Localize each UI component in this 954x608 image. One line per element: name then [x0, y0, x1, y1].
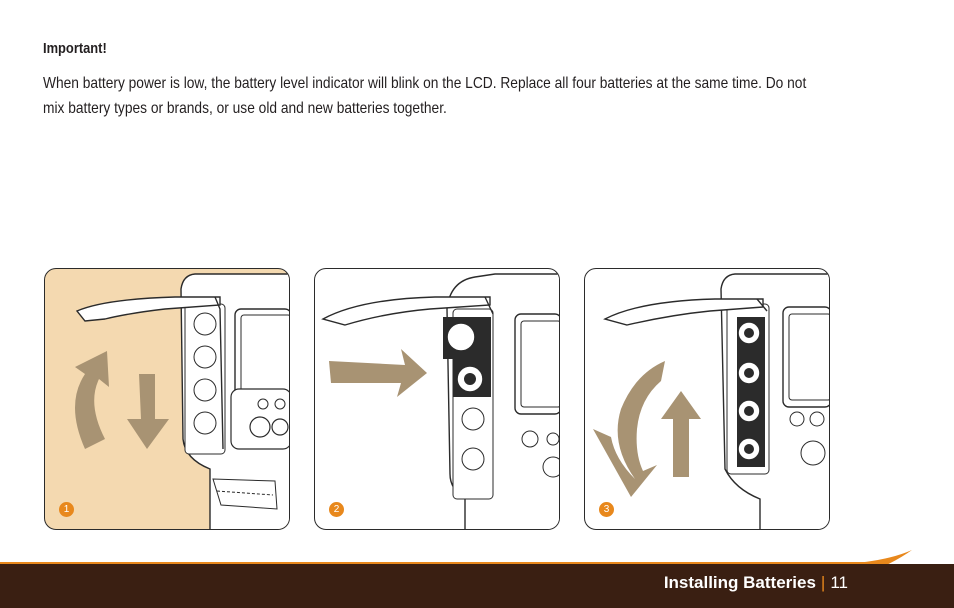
footer-page-label: Installing Batteries|11	[664, 573, 848, 593]
footer-section-title: Installing Batteries	[663, 573, 816, 592]
flash-unit-insert-batteries-illustration	[321, 273, 559, 529]
footer-bar	[0, 564, 954, 608]
step-1-illustration: 1	[44, 268, 290, 530]
footer-separator: |	[820, 573, 826, 592]
step-number-badge: 2	[329, 502, 344, 517]
flash-unit-close-cover-illustration	[593, 273, 829, 529]
flash-unit-open-cover-illustration	[75, 273, 289, 529]
page-number: 11	[830, 573, 848, 592]
important-heading: Important!	[43, 40, 107, 57]
step-2-illustration: 2	[314, 268, 560, 530]
step-3-illustration: 3	[584, 268, 830, 530]
step-number-badge: 1	[59, 502, 74, 517]
footer-accent-line	[0, 562, 880, 565]
footer-swoosh-decoration	[840, 550, 912, 568]
important-body-text: When battery power is low, the battery l…	[43, 75, 807, 117]
step-number-badge: 3	[599, 502, 614, 517]
